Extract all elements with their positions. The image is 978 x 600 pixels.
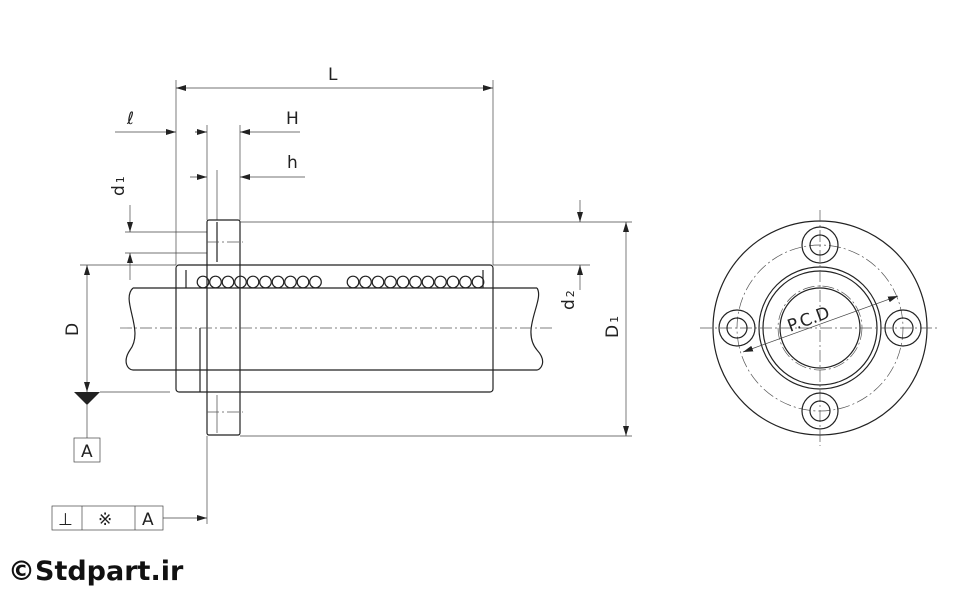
perpendicularity-symbol: ⊥ [58, 510, 73, 530]
label-l: ℓ [126, 109, 134, 129]
tolerance-datum: A [142, 510, 154, 530]
ball [446, 275, 460, 289]
ball [471, 275, 485, 289]
datum-box [73, 437, 101, 463]
label-h: h [287, 153, 298, 173]
watermark: ©Stdpart.ir [8, 556, 184, 587]
ball [409, 275, 422, 289]
ball [309, 275, 322, 289]
front-view: P.C.D [700, 210, 940, 446]
ball [259, 275, 272, 289]
label-d1: d1 [109, 176, 129, 196]
shaft [125, 287, 544, 371]
ball [359, 275, 372, 289]
ball [384, 275, 397, 289]
ball [221, 275, 235, 289]
flange [206, 219, 241, 436]
ball [396, 275, 410, 289]
ball [434, 275, 447, 289]
ball [271, 275, 285, 289]
label-D: D [63, 323, 83, 336]
ball [459, 275, 472, 289]
ball [371, 275, 385, 289]
ball [421, 275, 435, 289]
ball [296, 275, 310, 289]
label-L: L [328, 65, 338, 85]
datum-label: A [81, 442, 93, 462]
bearing-body [175, 264, 494, 393]
ball [209, 275, 222, 289]
side-view: L ℓ H h d1 D [51, 65, 632, 531]
label-D1: D1 [603, 316, 623, 338]
tolerance-value: ※ [98, 510, 112, 530]
ball [284, 275, 297, 289]
label-d2: d2 [559, 290, 579, 310]
tolerance-frame [51, 505, 164, 531]
datum-triangle [74, 392, 100, 405]
label-H: H [286, 109, 299, 129]
ball [346, 275, 360, 289]
pcd-label: P.C.D [785, 303, 833, 337]
ball [246, 275, 260, 289]
